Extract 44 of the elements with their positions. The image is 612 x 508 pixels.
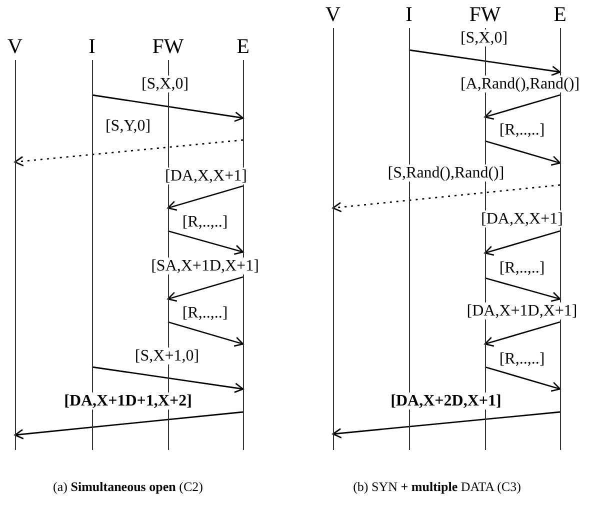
arrow	[484, 230, 560, 256]
arrow	[484, 140, 561, 166]
edge-label: [S,X,0]	[140, 76, 190, 92]
arrow	[332, 411, 560, 438]
edge-label: [R,..,..]	[181, 304, 229, 322]
arrow	[168, 321, 244, 347]
lifeline-label: V	[6, 34, 24, 58]
edge-label: [DA,X,X+1]	[480, 210, 564, 228]
edge-label: [S,Rand(),Rand()]	[386, 164, 506, 182]
subfigure-caption: (a) Simultaneous open (C2)	[53, 479, 203, 495]
edge-label: [R,..,..]	[181, 214, 229, 230]
arrow	[484, 321, 560, 347]
edge-label: [R,..,..]	[498, 350, 546, 368]
edge-label: [R,..,..]	[498, 260, 546, 276]
arrow	[92, 366, 244, 393]
lifeline-label: I	[88, 34, 96, 58]
edge-label: [DA,X+1D+1,X+2]	[63, 392, 193, 410]
arrow	[167, 185, 244, 211]
arrow	[14, 411, 244, 440]
subfigure-caption: (b) SYN + multiple DATA (C3)	[353, 479, 521, 495]
edge-label: [SA,X+1D,X+1]	[150, 258, 260, 274]
lifeline-label: V	[324, 2, 342, 26]
dotted-arrow	[14, 139, 244, 166]
lifeline-label: E	[552, 2, 568, 26]
arrow	[484, 94, 560, 120]
arrow	[408, 49, 561, 76]
edge-label: [DA,X,X+1]	[164, 168, 248, 184]
lifeline-label: FW	[468, 2, 502, 26]
edge-label: [R,..,..]	[498, 122, 546, 138]
arrow	[484, 277, 561, 302]
edge-label: [DA,X+2D,X+1]	[390, 392, 502, 410]
edge-label: [DA,X+1D,X+1]	[466, 302, 578, 320]
arrow	[167, 276, 244, 302]
lifeline-label: FW	[151, 34, 185, 58]
edge-label: [S,X,0]	[459, 30, 509, 46]
edge-label: [S,X+1,0]	[134, 348, 200, 364]
edge-label: [A,Rand(),Rand()]	[459, 76, 581, 92]
arrow	[484, 366, 561, 392]
edge-label: [S,Y,0]	[104, 118, 152, 134]
dotted-arrow	[332, 184, 560, 212]
arrow	[168, 230, 244, 255]
arrow	[92, 94, 244, 122]
lifeline-label: I	[404, 2, 414, 26]
lifeline-label: E	[236, 34, 250, 58]
